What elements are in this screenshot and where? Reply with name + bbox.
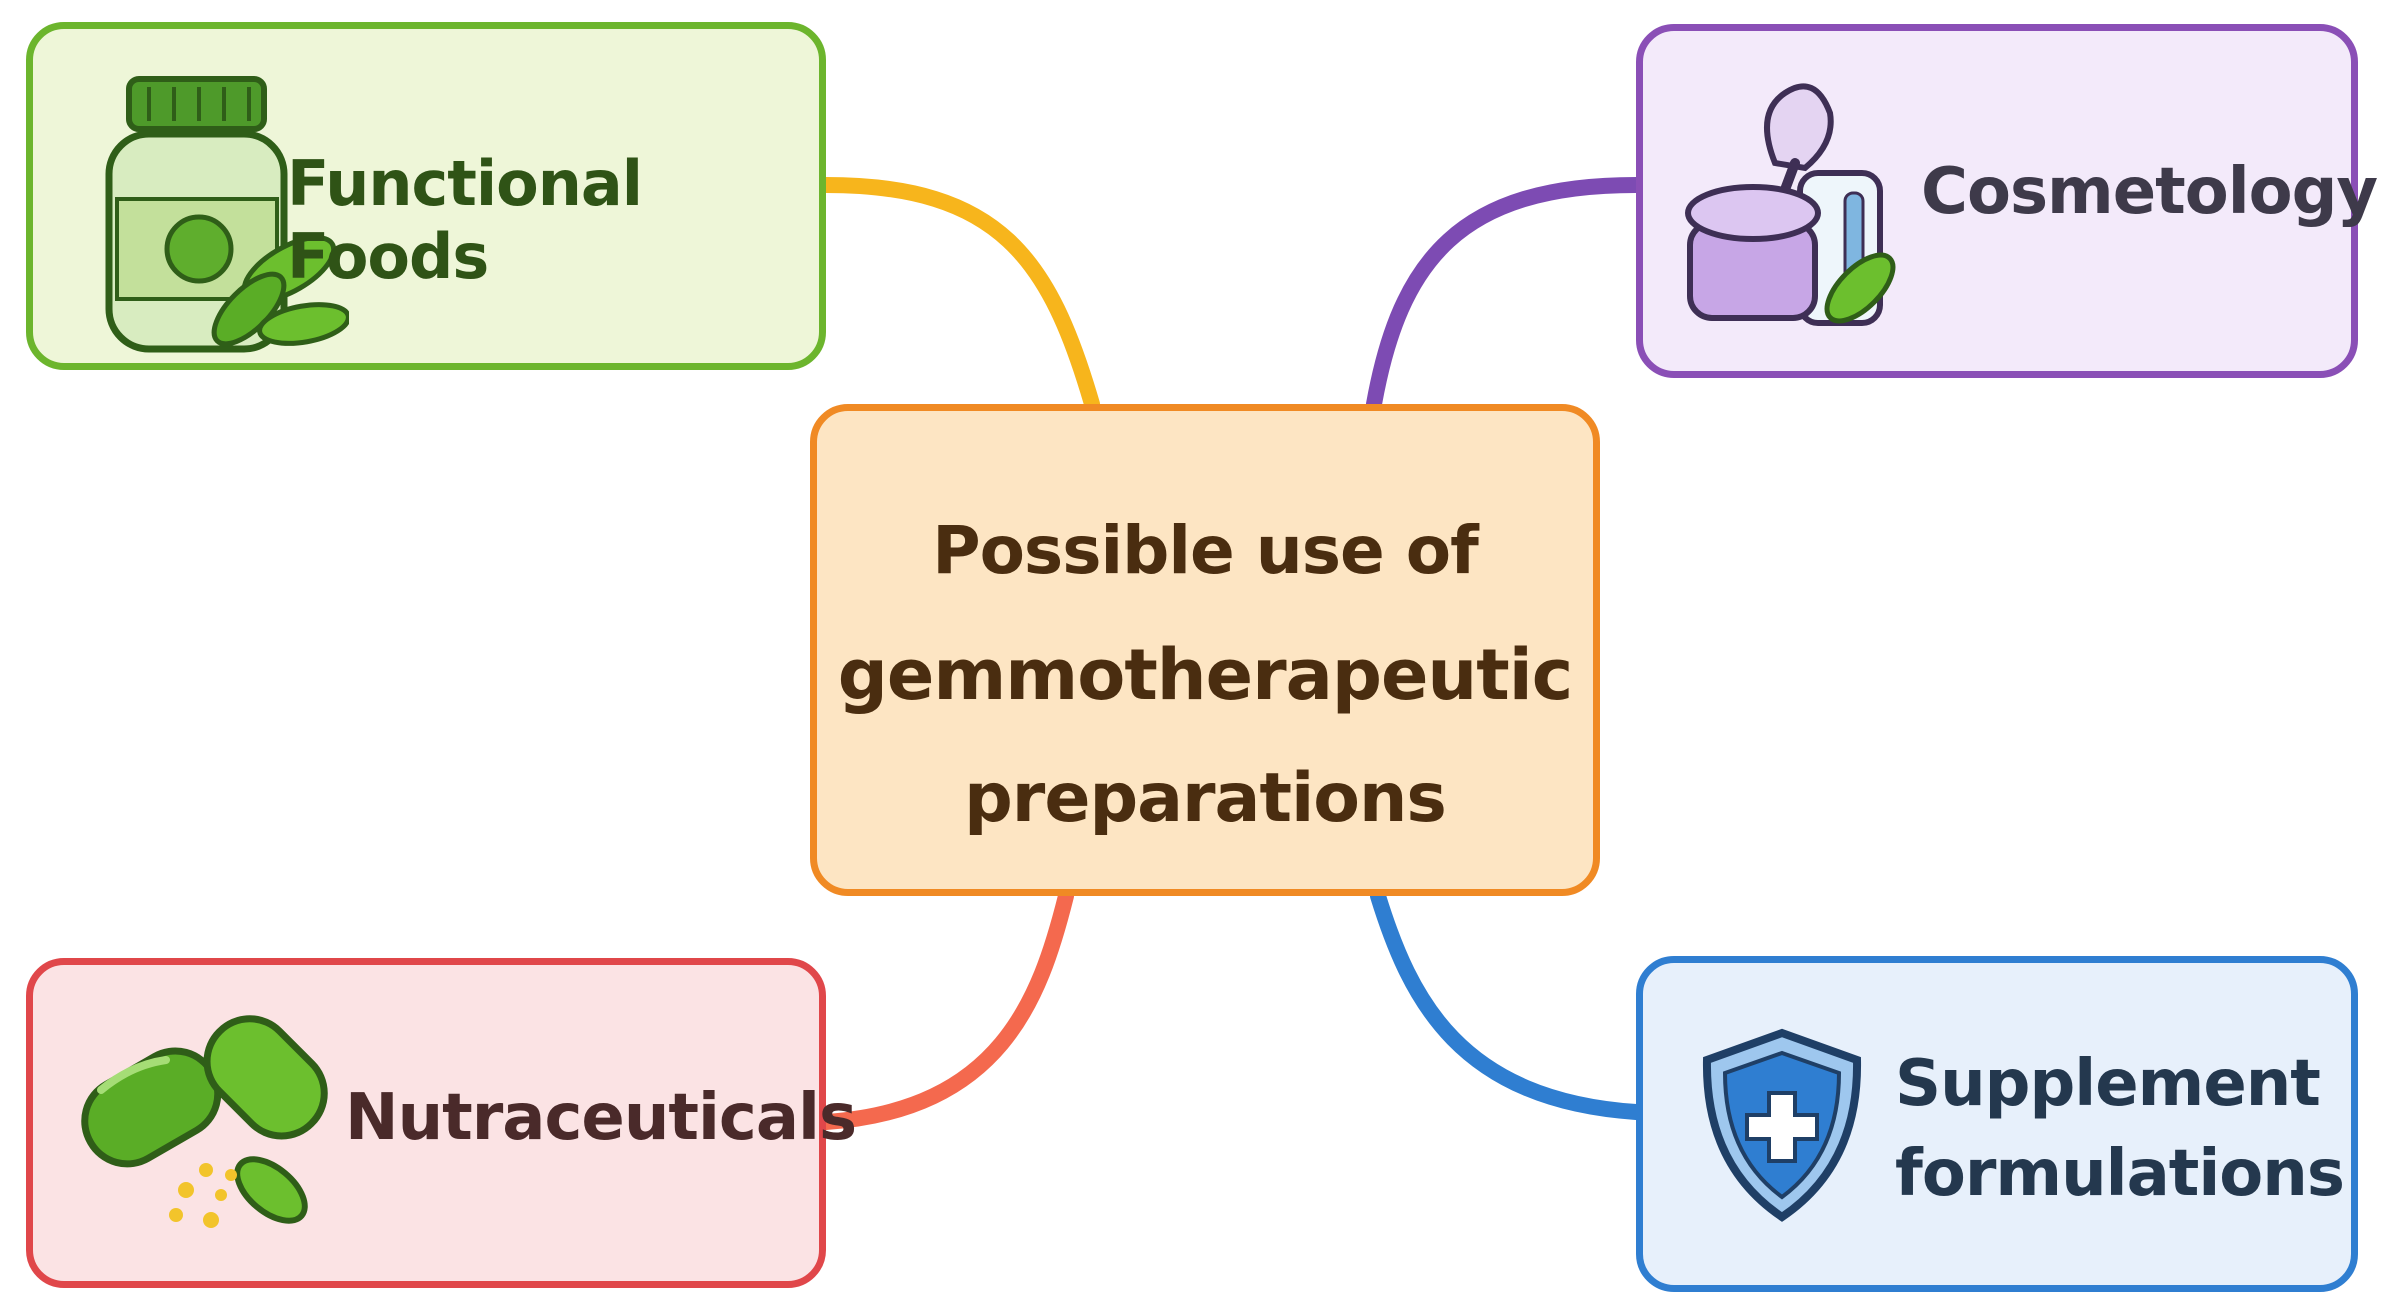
branch-label: Supplement formulations (1895, 1039, 2345, 1219)
shield-cross-icon (1702, 1028, 1862, 1222)
branch-label: Nutraceuticals (345, 1081, 857, 1155)
branch-label-line-1: Supplement (1895, 1047, 2321, 1121)
branch-supplement-formulations: Supplement formulations (1636, 956, 2358, 1292)
branch-nutraceuticals: Nutraceuticals (26, 958, 857, 1288)
central-title-line-3: preparations (964, 759, 1447, 838)
central-title: Possible use of gemmotherapeutic prepara… (817, 489, 1593, 861)
branch-label: Cosmetology (1921, 155, 2378, 229)
central-node: Possible use of gemmotherapeutic prepara… (810, 404, 1600, 896)
central-title-line-2: gemmotherapeutic (837, 634, 1573, 716)
supplement-bottle-icon (105, 76, 349, 353)
link-cosmetology (1366, 177, 1644, 412)
branch-cosmetology: Cosmetology (1636, 24, 2378, 378)
link-functional-foods (818, 177, 1100, 412)
capsule-icon (81, 1015, 328, 1228)
central-title-line-1: Possible use of (932, 512, 1479, 589)
cosmetic-jar-icon (1685, 83, 1896, 326)
branch-functional-foods: Functional Foods (26, 22, 826, 370)
branch-label-line-2: formulations (1895, 1137, 2345, 1211)
link-supplement-formulations (1370, 888, 1644, 1120)
link-nutraceuticals (818, 888, 1074, 1130)
branch-label: Functional Foods (287, 147, 643, 293)
